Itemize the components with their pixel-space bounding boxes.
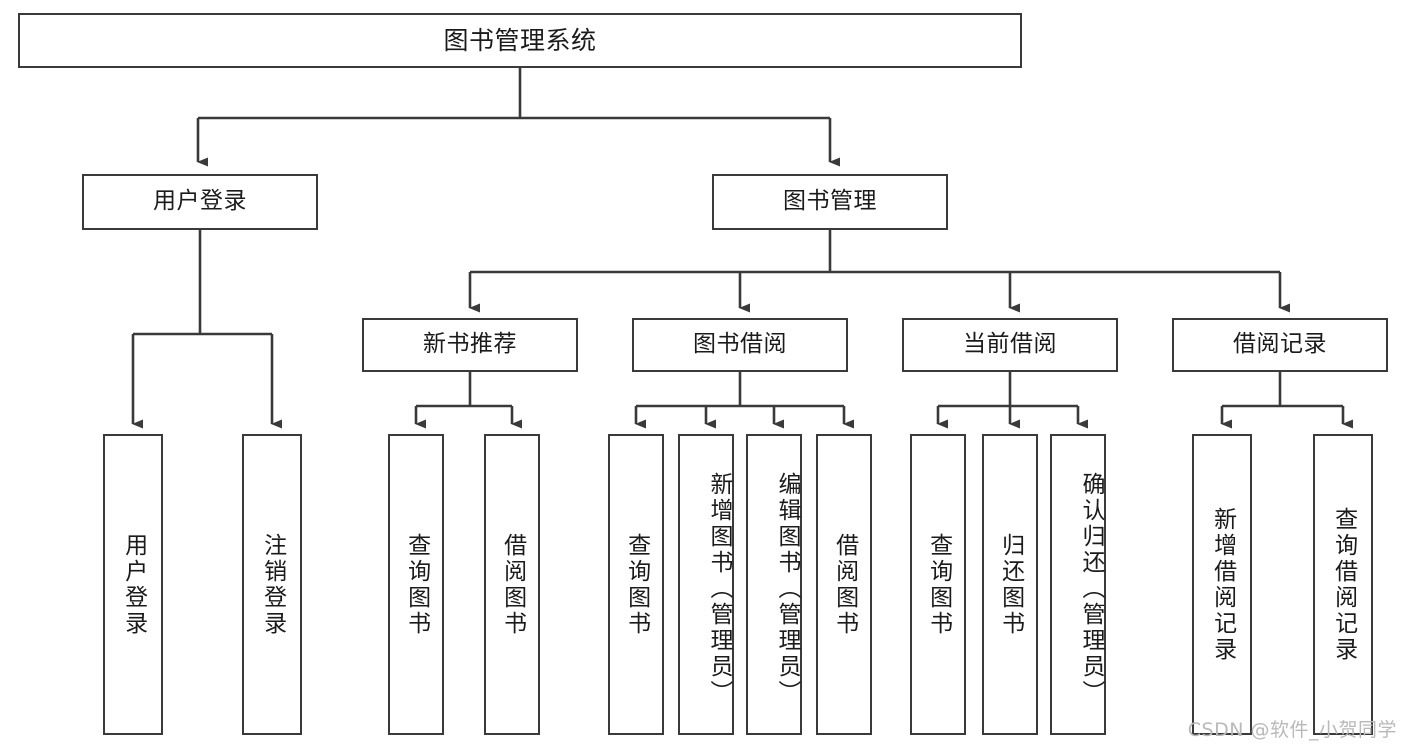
node-leaf-user-login[interactable]: 用户登录	[103, 434, 163, 735]
node-leaf-query-book-borrow[interactable]: 查询图书	[608, 434, 664, 735]
node-label: 查询图书	[403, 532, 430, 637]
node-label: 编辑图书（管理员）	[774, 472, 800, 706]
node-current-borrow[interactable]: 当前借阅	[902, 318, 1118, 372]
node-borrow-record[interactable]: 借阅记录	[1172, 318, 1388, 372]
node-user-login[interactable]: 用户登录	[82, 174, 318, 230]
node-leaf-add-book-admin[interactable]: 新增图书（管理员）	[678, 434, 734, 735]
node-leaf-query-book-current[interactable]: 查询图书	[910, 434, 966, 735]
node-label: 借阅图书	[499, 532, 526, 637]
node-label: 图书管理系统	[443, 25, 597, 55]
node-label: 用户登录	[120, 532, 147, 637]
node-leaf-query-borrow-record[interactable]: 查询借阅记录	[1313, 434, 1373, 735]
watermark: CSDN @软件_小贺同学	[1187, 719, 1397, 741]
node-label: 新增图书（管理员）	[706, 472, 732, 706]
node-leaf-return-book[interactable]: 归还图书	[982, 434, 1038, 735]
node-leaf-add-borrow-record[interactable]: 新增借阅记录	[1192, 434, 1252, 735]
node-label: 确认归还（管理员）	[1078, 472, 1104, 706]
node-leaf-confirm-return-admin[interactable]: 确认归还（管理员）	[1050, 434, 1106, 735]
node-label: 新增借阅记录	[1209, 506, 1236, 663]
node-label: 图书管理	[783, 188, 877, 215]
node-book-manage[interactable]: 图书管理	[712, 174, 948, 230]
node-label: 查询图书	[623, 532, 650, 637]
node-label: 注销登录	[259, 532, 286, 637]
node-label: 图书借阅	[693, 331, 787, 358]
node-new-book-recommend[interactable]: 新书推荐	[362, 318, 578, 372]
node-leaf-query-book-recommend[interactable]: 查询图书	[388, 434, 444, 735]
node-leaf-borrow-book-recommend[interactable]: 借阅图书	[484, 434, 540, 735]
node-book-borrow[interactable]: 图书借阅	[632, 318, 848, 372]
node-leaf-edit-book-admin[interactable]: 编辑图书（管理员）	[746, 434, 802, 735]
node-label: 查询借阅记录	[1330, 506, 1357, 663]
node-label: 查询图书	[925, 532, 952, 637]
node-label: 新书推荐	[423, 331, 517, 358]
node-label: 归还图书	[997, 532, 1024, 637]
node-label: 当前借阅	[963, 331, 1057, 358]
node-label: 用户登录	[153, 188, 247, 215]
node-label: 借阅记录	[1233, 331, 1327, 358]
node-root-system[interactable]: 图书管理系统	[18, 13, 1022, 68]
node-label: 借阅图书	[831, 532, 858, 637]
node-leaf-user-logout[interactable]: 注销登录	[242, 434, 302, 735]
node-leaf-borrow-book[interactable]: 借阅图书	[816, 434, 872, 735]
